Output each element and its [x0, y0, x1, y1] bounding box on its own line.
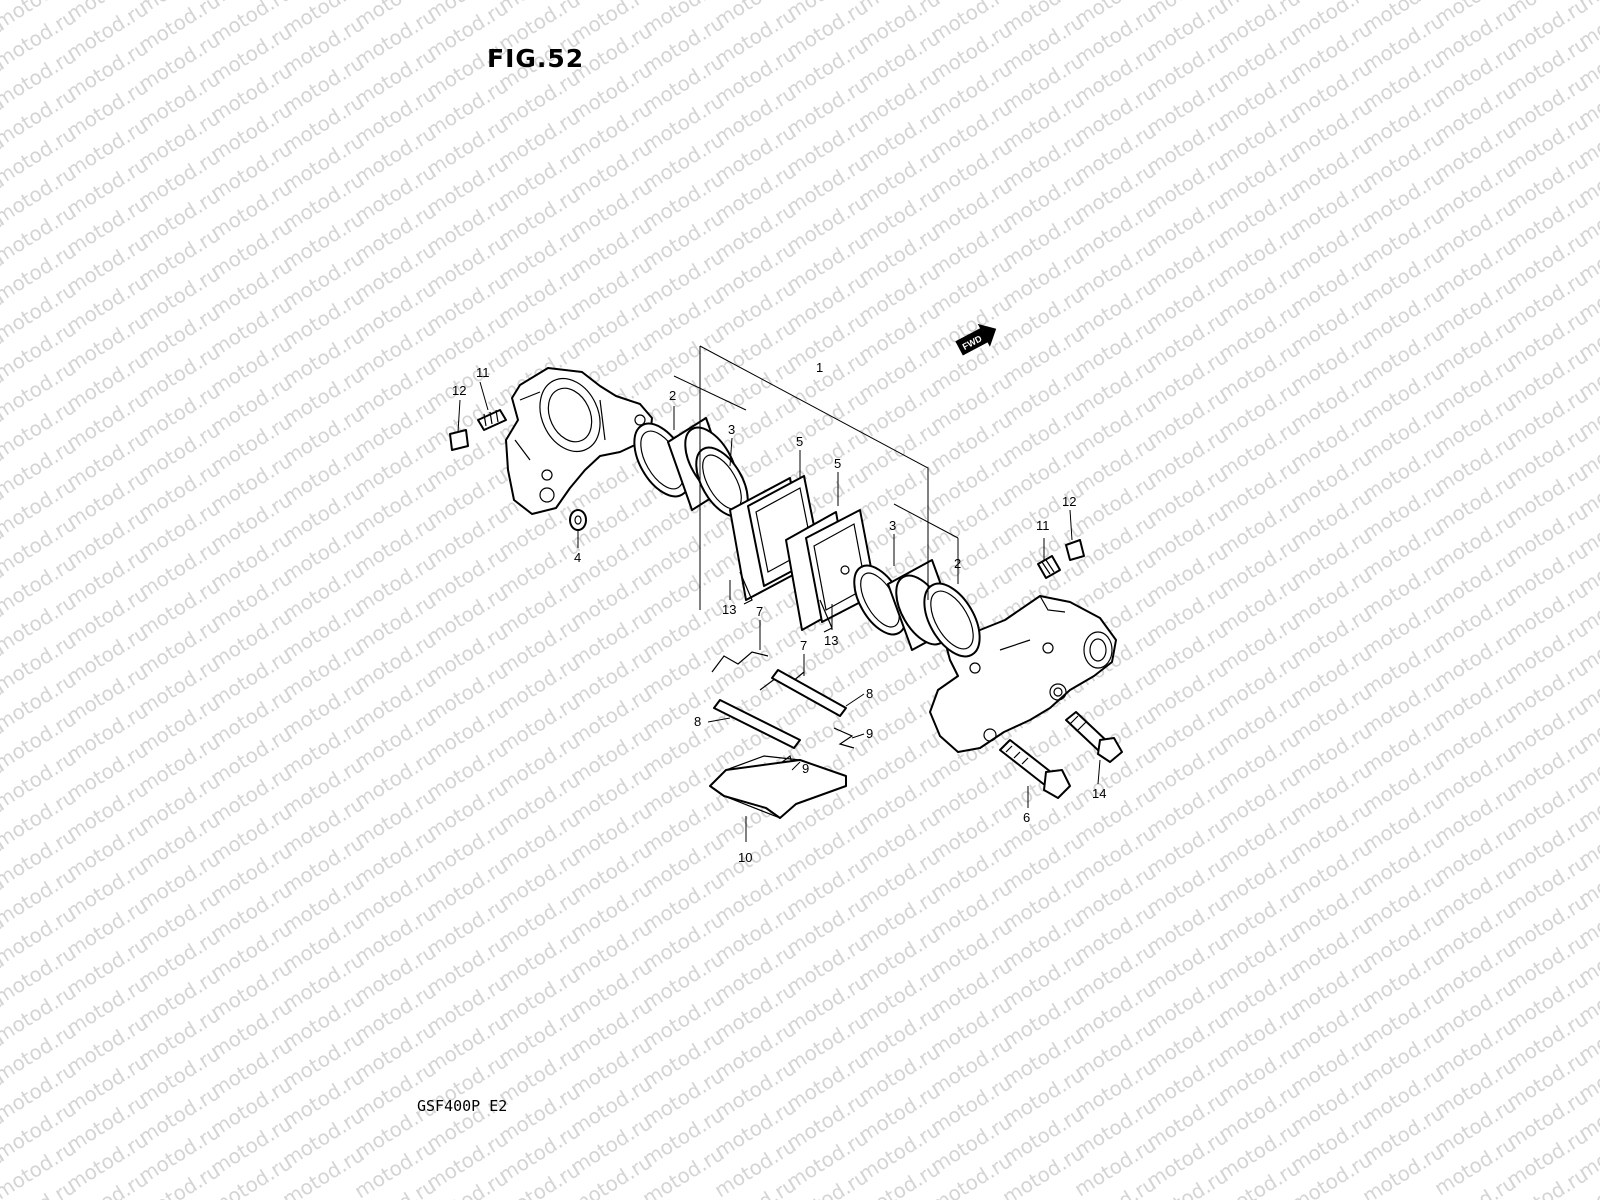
washer — [569, 509, 587, 531]
callout-11: 11 — [1036, 518, 1050, 533]
callout-5: 5 — [796, 434, 803, 449]
pad-pin-upper — [771, 669, 847, 717]
callout-12: 12 — [452, 383, 466, 398]
callout-14: 14 — [1092, 786, 1106, 801]
callout-labels: 1 2 3 4 5 5 11 12 13 13 3 2 11 12 7 7 8 … — [452, 360, 1106, 865]
caliper-body-left — [505, 367, 653, 515]
callout-10: 10 — [738, 850, 752, 865]
figure-title: FIG.52 — [487, 44, 585, 73]
callout-6: 6 — [1023, 810, 1030, 825]
callout-5: 5 — [834, 456, 841, 471]
callout-4: 4 — [574, 550, 581, 565]
model-code: GSF400P E2 — [417, 1097, 508, 1115]
callout-9: 9 — [802, 761, 809, 776]
callout-3: 3 — [889, 518, 896, 533]
pad-cover — [709, 755, 847, 819]
callout-7: 7 — [756, 604, 763, 619]
callout-7: 7 — [800, 638, 807, 653]
bleeder-cap-left — [449, 429, 469, 451]
callout-1: 1 — [816, 360, 823, 375]
piston-seal-right — [923, 582, 981, 658]
leader-lines — [457, 375, 1101, 842]
pad-pin-lower — [713, 699, 801, 749]
callout-8: 8 — [694, 714, 701, 729]
bleeder-valve-left — [477, 409, 507, 431]
callout-2: 2 — [954, 556, 961, 571]
callout-2: 2 — [669, 388, 676, 403]
callout-3: 3 — [728, 422, 735, 437]
bleeder-cap-right — [1065, 539, 1085, 561]
bleeder-valve-right — [1037, 555, 1061, 579]
pad-spring-upper — [711, 651, 769, 673]
caliper-housing-bolt — [1065, 711, 1123, 763]
callout-11: 11 — [476, 365, 490, 380]
assembly-bracket — [699, 345, 929, 610]
pad-shim-left — [739, 571, 753, 605]
callout-13: 13 — [722, 602, 736, 617]
callout-9: 9 — [866, 726, 873, 741]
callout-12: 12 — [1062, 494, 1076, 509]
callout-13: 13 — [824, 633, 838, 648]
callout-8: 8 — [866, 686, 873, 701]
caliper-mounting-bolt — [999, 739, 1071, 799]
pin-clip-right — [833, 727, 855, 749]
forward-arrow-icon: FWD — [955, 323, 997, 356]
